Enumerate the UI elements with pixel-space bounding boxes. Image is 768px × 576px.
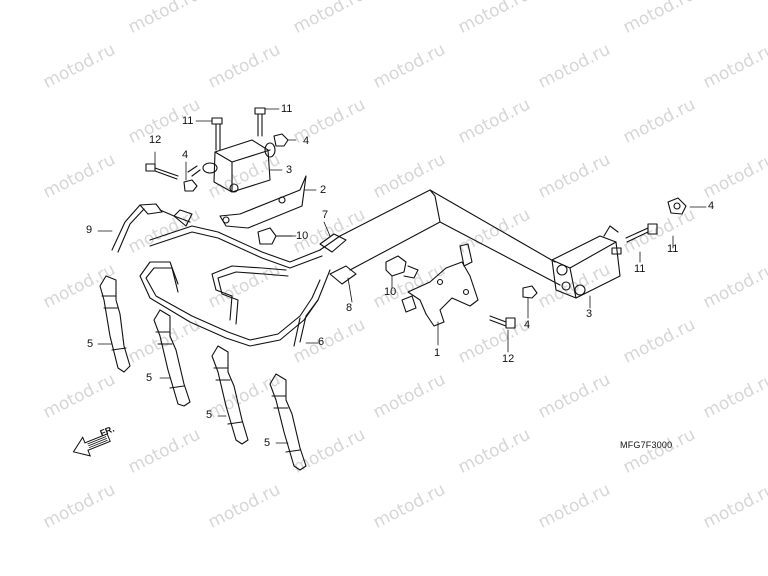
- bolt-11-left: [211, 107, 266, 151]
- bolt-12-left: [145, 163, 179, 180]
- callout-4: 4: [708, 200, 715, 212]
- plug-wire-9: [111, 203, 193, 253]
- callout-5: 5: [87, 338, 94, 350]
- callout-7: 7: [322, 209, 329, 221]
- harness-wire: [349, 221, 561, 286]
- coil-bracket-left: [219, 175, 307, 229]
- coil-bracket-right: [401, 243, 479, 327]
- bolt-12-right: [489, 315, 516, 329]
- nut-4: [183, 133, 687, 299]
- bolt-11-right: [611, 223, 658, 255]
- callout-11: 11: [634, 263, 646, 275]
- callout-12: 12: [502, 353, 515, 365]
- callout-4: 4: [524, 319, 531, 331]
- callout-2: 2: [320, 184, 327, 196]
- callout-11: 11: [281, 103, 293, 115]
- callout-8: 8: [346, 302, 353, 314]
- callout-1: 1: [434, 347, 441, 359]
- plug-wire-bundle: [139, 225, 357, 347]
- callout-4: 4: [303, 135, 310, 147]
- callout-5: 5: [146, 372, 153, 384]
- harness-wire: [429, 189, 441, 223]
- grommet-10-right: [385, 255, 419, 279]
- leader-lines: [97, 108, 707, 444]
- grommet-10-left: [257, 227, 293, 245]
- callout-10: 10: [384, 286, 397, 298]
- callout-3: 3: [286, 164, 293, 176]
- callout-11: 11: [667, 243, 679, 255]
- callout-3: 3: [586, 308, 593, 320]
- callout-5: 5: [264, 437, 271, 449]
- callout-6: 6: [318, 336, 325, 348]
- callout-10: 10: [296, 230, 309, 242]
- ignition-coil-right: [551, 225, 621, 299]
- callout-9: 9: [86, 224, 93, 236]
- plug-cap-5: [99, 275, 307, 471]
- callout-11: 11: [182, 115, 194, 127]
- callout-4: 4: [182, 149, 189, 161]
- callout-12: 12: [149, 134, 162, 146]
- front-arrow-icon: [72, 433, 111, 457]
- diagram-code: MFG7F3000: [620, 440, 673, 450]
- callout-5: 5: [206, 409, 213, 421]
- ignition-coil-left: [187, 139, 276, 193]
